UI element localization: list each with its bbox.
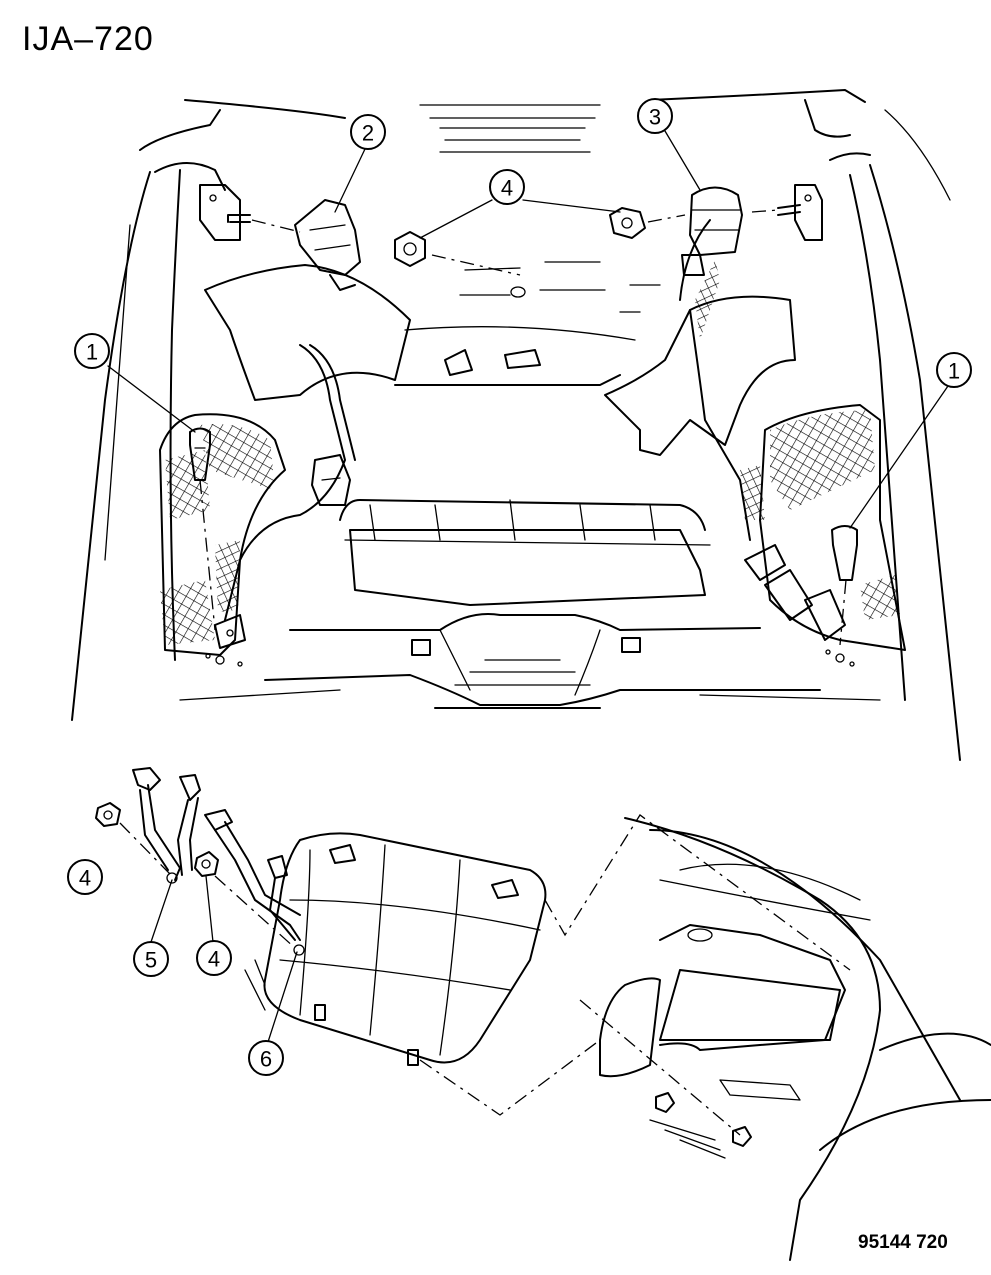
callout-number: 6 bbox=[260, 1047, 272, 1072]
callout-number: 5 bbox=[145, 948, 157, 973]
callout-number: 4 bbox=[501, 176, 513, 201]
callout-number: 2 bbox=[362, 121, 374, 146]
cargo-area-view bbox=[71, 89, 961, 761]
callout-number: 4 bbox=[208, 947, 220, 972]
callout-number: 1 bbox=[948, 359, 960, 384]
callout-1-right: 1 bbox=[936, 352, 972, 388]
figure-code: 95144 720 bbox=[858, 1232, 948, 1253]
callout-number: 4 bbox=[79, 866, 91, 891]
callout-4-bottom-left: 4 bbox=[67, 859, 103, 895]
leader-lines-bottom bbox=[150, 875, 298, 1043]
callout-1-left: 1 bbox=[74, 333, 110, 369]
callout-number: 3 bbox=[649, 105, 661, 130]
callout-2: 2 bbox=[350, 114, 386, 150]
callout-4-bottom-center: 4 bbox=[196, 940, 232, 976]
callout-4-top: 4 bbox=[489, 169, 525, 205]
leader-lines-top bbox=[107, 130, 949, 529]
callout-3: 3 bbox=[637, 98, 673, 134]
callout-5: 5 bbox=[133, 941, 169, 977]
callout-number: 1 bbox=[86, 340, 98, 365]
seat-back-view bbox=[95, 767, 991, 1261]
callout-6: 6 bbox=[248, 1040, 284, 1076]
diagram-title: IJA–720 bbox=[22, 20, 154, 58]
